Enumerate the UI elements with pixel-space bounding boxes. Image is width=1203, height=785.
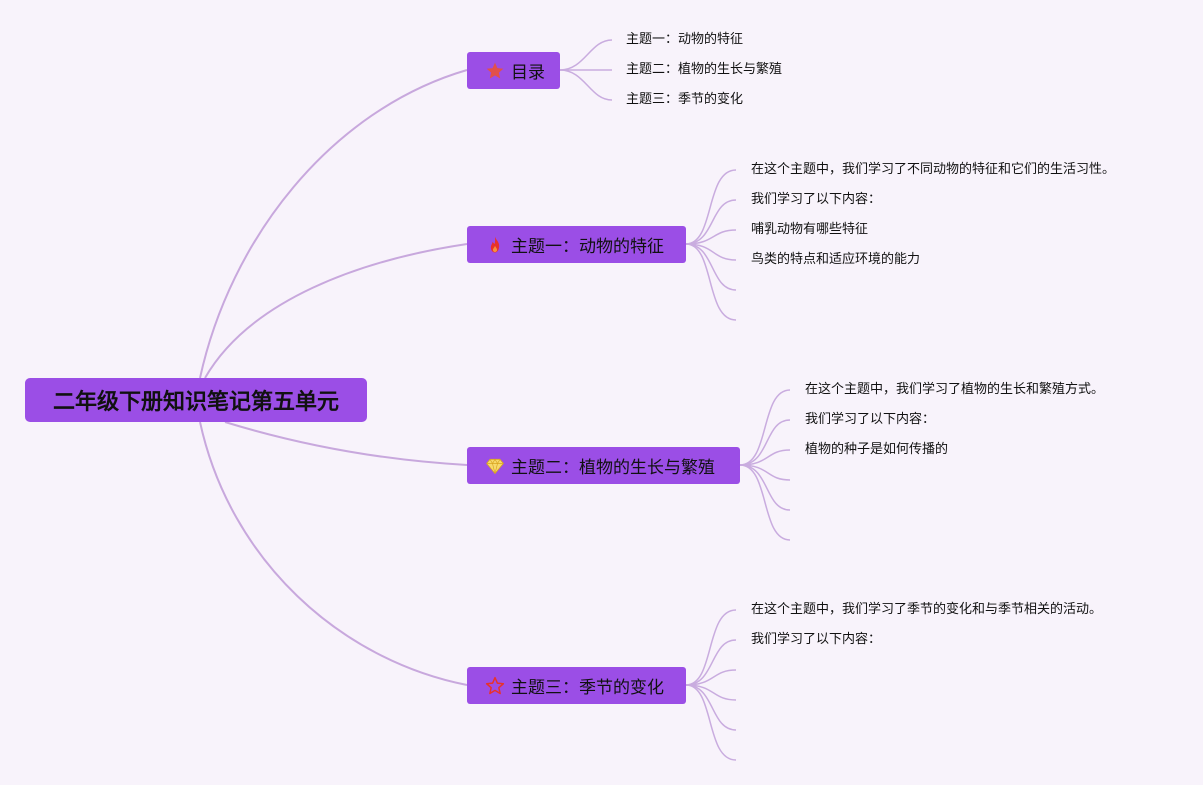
- topic-label: 主题一：动物的特征: [511, 237, 664, 257]
- connector-topic2-leaf-5: [739, 464, 791, 511]
- connector-root-to-topic1: [204, 243, 468, 379]
- leaf-text[interactable]: 在这个主题中，我们学习了季节的变化和与季节相关的活动。: [751, 602, 1103, 617]
- connector-topic3-leaf-3: [685, 669, 737, 686]
- connector-topic3-leaf-6: [685, 684, 737, 761]
- topic-node-toc[interactable]: 目录: [467, 52, 560, 89]
- connector-toc-leaf-3: [559, 69, 613, 101]
- connector-root-to-toc: [199, 69, 468, 379]
- leaf-text[interactable]: 在这个主题中，我们学习了不同动物的特征和它们的生活习性。: [751, 162, 1116, 177]
- connector-root-to-topic2: [224, 421, 468, 466]
- connector-topic1-leaf-2: [685, 199, 737, 245]
- topic-label: 主题二：植物的生长与繁殖: [511, 458, 715, 478]
- leaf-text[interactable]: 哺乳动物有哪些特征: [751, 222, 869, 237]
- leaf-text[interactable]: 我们学习了以下内容：: [805, 412, 936, 427]
- root-node-label: 二年级下册知识笔记第五单元: [52, 390, 339, 415]
- topic-node-3[interactable]: 主题三：季节的变化: [467, 667, 686, 704]
- connector-topic1-leaf-1: [685, 169, 737, 245]
- leaf-text[interactable]: 我们学习了以下内容：: [751, 192, 882, 207]
- leaf-text[interactable]: 鸟类的特点和适应环境的能力: [751, 252, 921, 267]
- topic-node-1[interactable]: 主题一：动物的特征: [467, 226, 686, 263]
- connector-topic1-leaf-3: [685, 229, 737, 245]
- connector-topic2-leaf-3: [739, 449, 791, 466]
- leaf-text[interactable]: 主题三：季节的变化: [626, 92, 744, 107]
- connector-topic3-leaf-2: [685, 639, 737, 686]
- connector-topic1-leaf-5: [685, 243, 737, 291]
- connector-topic1-leaf-6: [685, 243, 737, 321]
- leaf-text[interactable]: 主题一：动物的特征: [626, 32, 744, 47]
- leaf-text[interactable]: 植物的种子是如何传播的: [805, 442, 949, 457]
- connector-topic2-leaf-6: [739, 464, 791, 541]
- topic-label: 主题三：季节的变化: [511, 678, 664, 698]
- diamond-icon: [486, 458, 504, 474]
- topic-label: 目录: [511, 63, 545, 83]
- leaf-text[interactable]: 我们学习了以下内容：: [751, 632, 882, 647]
- star-outline-icon: [485, 676, 505, 694]
- star-filled-icon: [486, 62, 504, 78]
- connector-topic2-leaf-1: [739, 389, 791, 466]
- connector-toc-leaf-1: [559, 39, 613, 71]
- connector-root-to-topic3: [199, 421, 468, 686]
- connector-topic3-leaf-5: [685, 684, 737, 731]
- connector-topic2-leaf-2: [739, 419, 791, 466]
- leaf-text[interactable]: 在这个主题中，我们学习了植物的生长和繁殖方式。: [805, 382, 1105, 397]
- leaf-text[interactable]: 主题二：植物的生长与繁殖: [626, 62, 783, 77]
- root-node[interactable]: 二年级下册知识笔记第五单元: [25, 378, 367, 422]
- fire-icon: [490, 236, 500, 252]
- connector-topic3-leaf-1: [685, 609, 737, 686]
- topic-node-2[interactable]: 主题二：植物的生长与繁殖: [467, 447, 740, 484]
